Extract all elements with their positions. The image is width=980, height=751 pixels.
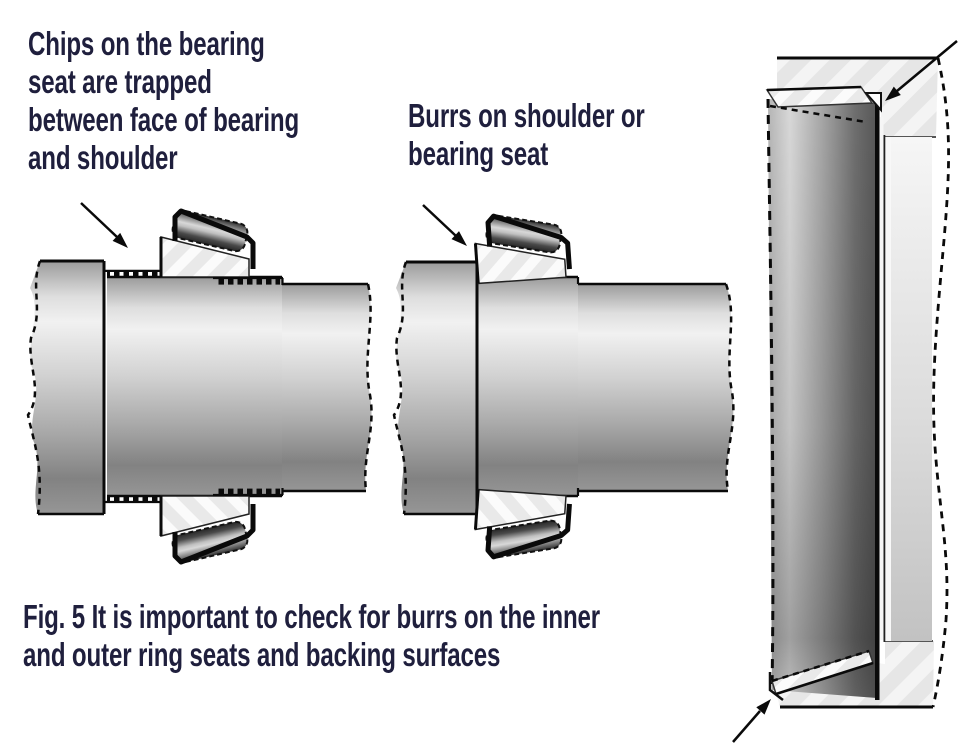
bearing-seat-section (107, 275, 282, 498)
annotation-line: Burrs on shoulder or (408, 97, 645, 134)
binding-corner-notch-top (863, 92, 882, 113)
chips-marks-outboard (213, 276, 284, 497)
cup-outer-diameter-line (875, 100, 880, 700)
annotation-line: seat are trapped (28, 63, 212, 100)
shaft-break-edge (364, 283, 373, 492)
burrs-diagram-svg (392, 204, 735, 590)
shoulder-break-edge (392, 261, 408, 515)
bore-gap (879, 117, 884, 640)
caption-line: Fig. 5 It is important to check for burr… (23, 598, 601, 635)
burrs-annotation: Burrs on shoulder or bearing seat (408, 97, 645, 173)
shaft-body (282, 282, 373, 493)
cocked-bearing-bottom (473, 490, 570, 564)
arrowhead-icon (451, 231, 467, 246)
bore-highlight (885, 137, 891, 641)
outer-ring-diagram-svg (732, 40, 958, 743)
arrowhead-icon (112, 232, 128, 248)
arrowhead-icon (756, 699, 771, 715)
shaft-shoulder (392, 260, 479, 516)
chips-marks (104, 269, 161, 504)
annotation-line: between face of bearing (28, 101, 300, 138)
annotation-line: Chips on the bearing (28, 25, 265, 62)
tapered-roller-bearing-top (161, 209, 253, 277)
shaft-shoulder (26, 259, 106, 516)
cocked-bearing-top (473, 209, 570, 283)
annotation-line: bearing seat (408, 135, 549, 172)
binding-corner-notch-bottom (768, 672, 784, 701)
shaft-body (576, 277, 735, 496)
tapered-roller-bearing-bottom (161, 496, 253, 564)
arrowhead-icon (885, 86, 901, 101)
pointer-arrow (80, 202, 128, 248)
pointer-arrow-bottom (732, 699, 771, 743)
chips-annotation: Chips on the bearing seat are trapped be… (28, 25, 299, 177)
cup-raceway-edge-bottom (771, 649, 870, 683)
pointer-arrow-top (885, 40, 958, 101)
caption-line: and outer ring seats and backing surface… (23, 636, 501, 673)
annotation-line: and shoulder (28, 139, 178, 176)
outer-ring-cup (765, 85, 886, 701)
shaft-break-edge (724, 283, 735, 492)
housing-bore-wall (885, 137, 932, 641)
housing-break-edge (931, 57, 950, 708)
chips-diagram-svg (26, 202, 373, 590)
bearing-seat-section (477, 275, 578, 498)
pointer-arrow (422, 204, 467, 246)
cup-raceway-edge-top (769, 104, 867, 124)
bore-edge-line (883, 135, 886, 642)
cup-silhouette-edge (766, 98, 775, 691)
shoulder-break-edge (26, 260, 42, 515)
figure-caption: Fig. 5 It is important to check for burr… (23, 598, 600, 674)
